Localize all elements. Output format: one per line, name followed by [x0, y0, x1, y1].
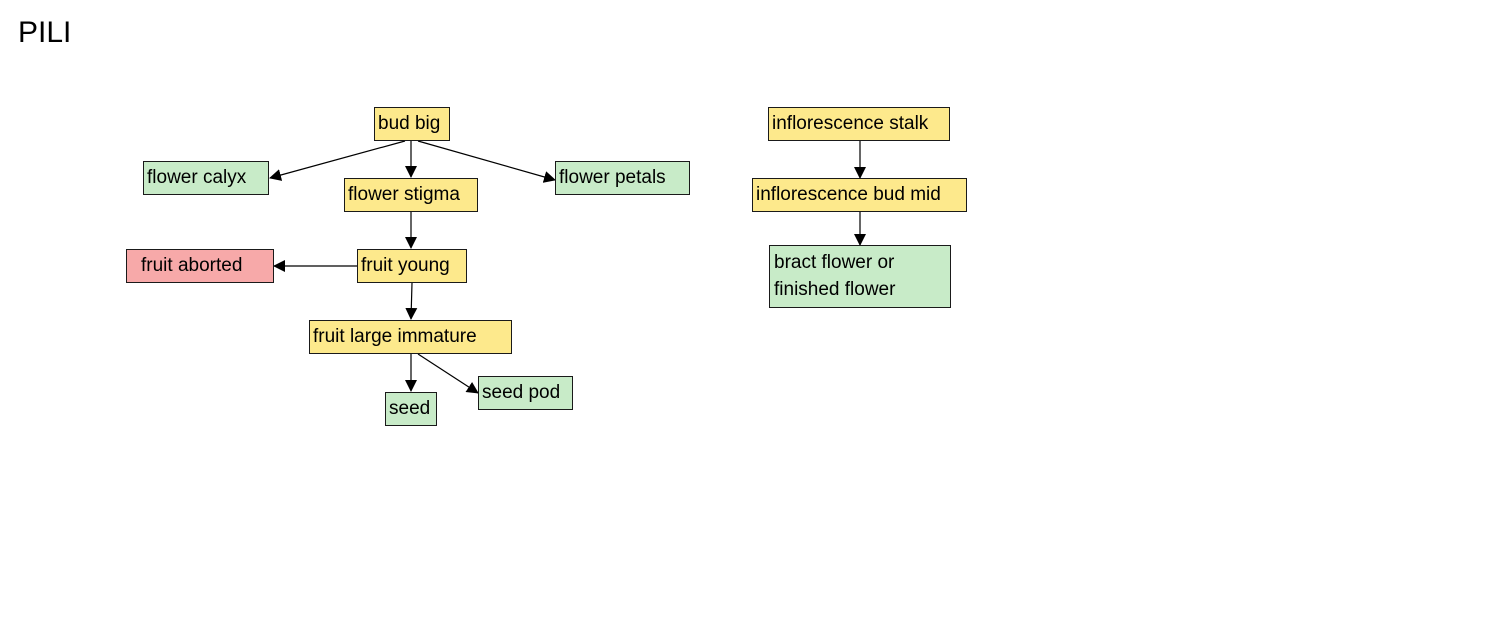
edge-fruit-young-to-fruit-large-immature — [405, 282, 418, 320]
node-bract-flower: bract flower or finished flower — [769, 245, 951, 308]
node-inflorescence-stalk: inflorescence stalk — [768, 107, 950, 141]
node-fruit-large-immature: fruit large immature — [309, 320, 512, 354]
node-bract-flower-line1: bract flower or — [774, 252, 895, 273]
node-fruit-young: fruit young — [357, 249, 467, 283]
node-flower-petals: flower petals — [555, 161, 690, 195]
node-inflorescence-bud-mid: inflorescence bud mid — [752, 178, 967, 212]
node-flower-calyx: flower calyx — [143, 161, 269, 195]
page-title: PILI — [18, 16, 72, 49]
node-bract-flower-line2: finished flower — [774, 279, 896, 300]
node-seed-pod: seed pod — [478, 376, 573, 410]
node-flower-stigma: flower stigma — [344, 178, 478, 212]
node-seed: seed — [385, 392, 437, 426]
edge-fruit-large-immature-to-seed-pod — [417, 353, 479, 394]
node-fruit-aborted: fruit aborted — [126, 249, 274, 283]
edge-bud-big-to-flower-calyx — [269, 140, 406, 181]
edge-bud-big-to-flower-petals — [417, 140, 556, 183]
node-bud-big: bud big — [374, 107, 450, 141]
